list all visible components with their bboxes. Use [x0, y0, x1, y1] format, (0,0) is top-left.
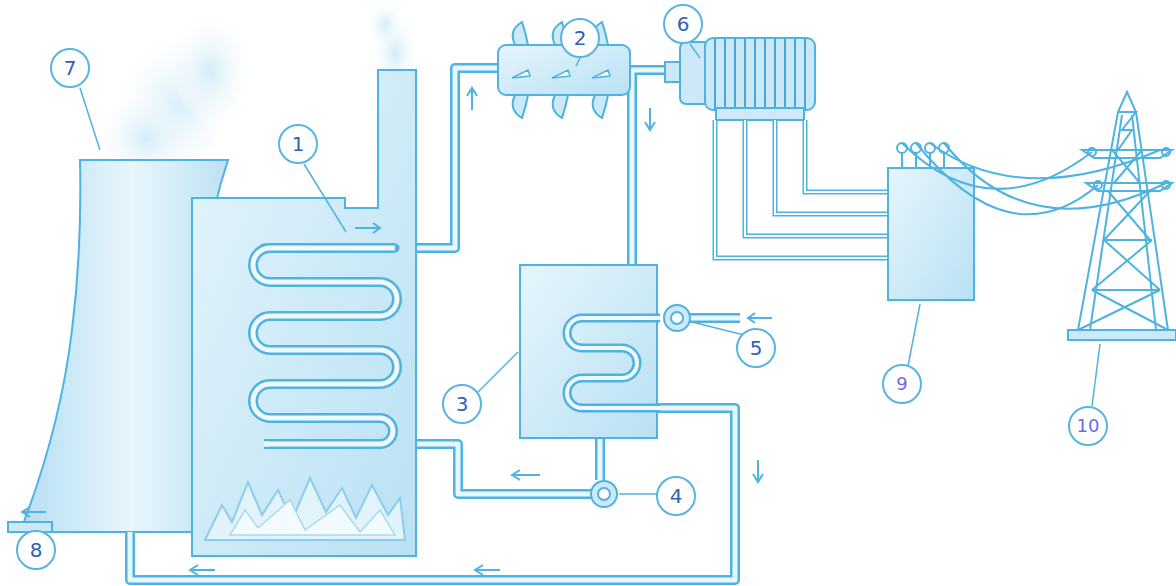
condenser [520, 265, 660, 438]
callout-number: 10 [1077, 417, 1100, 435]
callout-number: 9 [896, 375, 907, 393]
power-lines [902, 143, 1166, 214]
flow-arrows [190, 88, 772, 575]
callout-circle: 4 [656, 476, 696, 516]
callout-circle: 10 [1068, 406, 1108, 446]
callout-circle: 7 [50, 48, 90, 88]
steam-plume [100, 0, 417, 175]
wires [715, 120, 890, 258]
generator [665, 38, 815, 120]
callout-circle: 5 [736, 328, 776, 368]
callout-circle: 2 [560, 18, 600, 58]
leader-lines [32, 44, 1100, 535]
callout-circle: 8 [16, 530, 56, 570]
callout-circle: 9 [882, 364, 922, 404]
pylon [1078, 92, 1172, 330]
callout-number: 2 [574, 28, 587, 48]
callout-number: 3 [456, 394, 469, 414]
callout-circle: 1 [278, 124, 318, 164]
callout-number: 6 [677, 14, 690, 34]
callout-circle: 3 [442, 384, 482, 424]
pipes [130, 68, 740, 580]
callout-number: 4 [670, 486, 683, 506]
callout-number: 1 [292, 134, 305, 154]
boiler [192, 70, 416, 556]
callout-number: 5 [750, 338, 763, 358]
callout-circle: 6 [663, 4, 703, 44]
callout-number: 7 [64, 58, 77, 78]
callout-number: 8 [30, 540, 43, 560]
pylon-base [1068, 330, 1176, 340]
